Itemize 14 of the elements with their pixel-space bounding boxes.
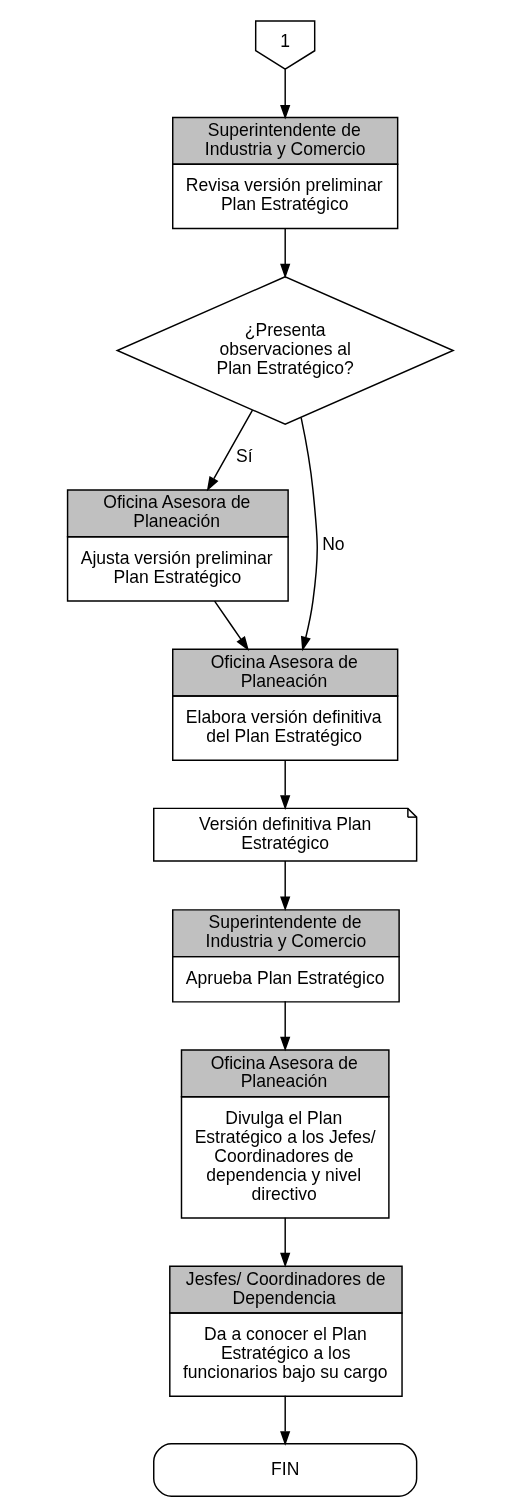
arrow	[279, 1000, 290, 1052]
arrow	[279, 1395, 290, 1446]
arrow	[206, 409, 253, 492]
arrow	[213, 600, 249, 651]
arrow	[279, 860, 290, 912]
edge-label: No	[321, 534, 345, 554]
arrow	[279, 759, 290, 810]
node-diamond: ¿Presenta observaciones al Plan Estratégico?	[114, 275, 455, 426]
arrow	[279, 68, 290, 120]
arrow	[279, 228, 290, 279]
edge-label: Sí	[235, 445, 253, 466]
node-box: FIN	[152, 1443, 417, 1497]
arrow	[299, 416, 318, 652]
arrow	[279, 1217, 290, 1268]
